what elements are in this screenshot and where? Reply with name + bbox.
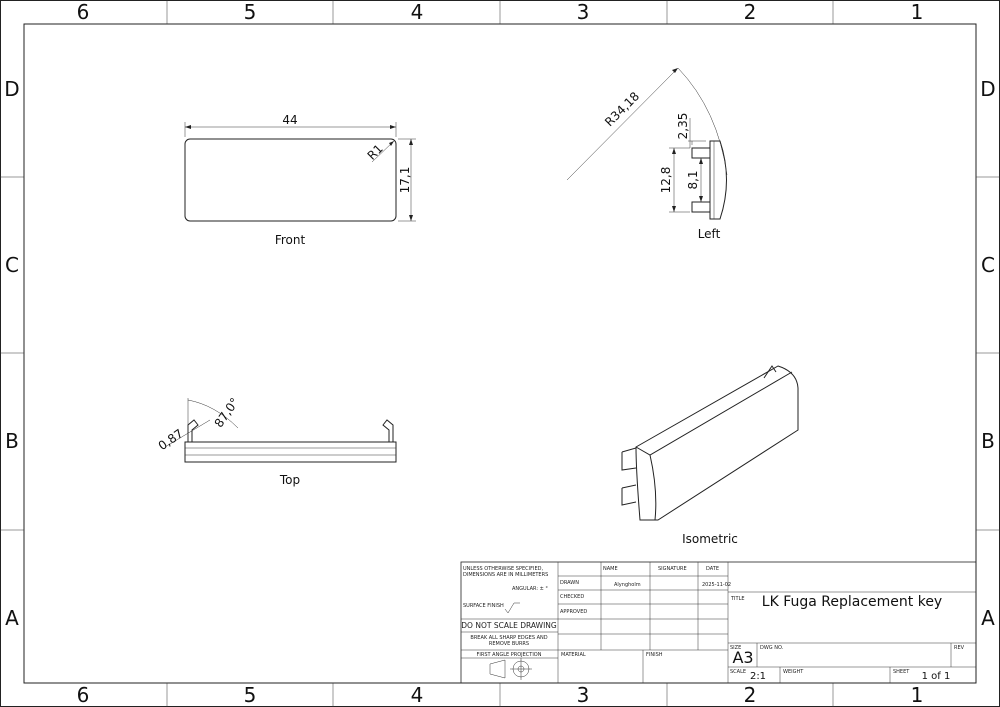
left-view: R34,18 2,35 12,8 8,1 Left	[566, 67, 728, 241]
tb-sheet: 1 of 1	[922, 671, 951, 682]
surface-finish-icon	[504, 602, 520, 614]
zone-col-6-top: 6	[77, 0, 90, 24]
tb-drawn-name: Alyngholm	[614, 582, 641, 588]
column-dividers	[166, 0, 834, 707]
top-view-label: Top	[279, 473, 300, 487]
front-view: 44 17,1 R1 Front	[184, 113, 416, 247]
tb-title: LK Fuga Replacement key	[762, 594, 942, 610]
inner-border	[23, 23, 977, 684]
tb-scale-label: SCALE	[730, 669, 746, 675]
isometric-view: Isometric	[621, 365, 799, 546]
zone-col-4-top: 4	[411, 0, 424, 24]
left-top-dim: 2,35	[676, 113, 690, 140]
row-dividers	[0, 176, 1000, 531]
tb-row-checked: CHECKED	[560, 594, 584, 600]
zone-col-4-bottom: 4	[411, 683, 424, 707]
tb-finish-label: FINISH	[646, 652, 663, 658]
left-body	[709, 140, 727, 220]
zone-col-2-top: 2	[744, 0, 757, 24]
tb-notes-line2: DIMENSIONS ARE IN MILLIMETERS	[463, 572, 548, 578]
zone-row-c-right: C	[981, 253, 995, 277]
front-outline	[184, 138, 397, 222]
zone-col-2-bottom: 2	[744, 683, 757, 707]
left-outer-dim: 12,8	[659, 167, 673, 194]
zone-row-d-left: D	[4, 77, 19, 101]
front-width-dim: 44	[282, 113, 297, 127]
tb-row-approved: APPROVED	[560, 609, 587, 615]
tb-projection: FIRST ANGLE PROJECTION	[477, 652, 542, 658]
tb-col-name: NAME	[603, 566, 618, 572]
zone-col-3-top: 3	[577, 0, 590, 24]
tb-rev-label: REV	[954, 645, 965, 651]
zone-row-a-left: A	[5, 606, 19, 630]
top-angle-dim: 87,0°	[212, 395, 242, 430]
front-view-label: Front	[275, 233, 306, 247]
iso-body	[635, 365, 799, 521]
tb-angular: ANGULAR: ± °	[512, 586, 548, 592]
title-block: UNLESS OTHERWISE SPECIFIED, DIMENSIONS A…	[460, 561, 977, 684]
tb-surface-finish: SURFACE FINISH	[463, 603, 504, 609]
top-offset-dim: 0,87	[156, 426, 186, 453]
tb-title-label: TITLE	[730, 596, 745, 602]
tb-do-not-scale: DO NOT SCALE DRAWING	[461, 621, 557, 630]
tb-drawn-date: 2025-11-02	[702, 582, 731, 588]
zone-row-d-right: D	[980, 77, 995, 101]
zone-col-1-top: 1	[911, 0, 924, 24]
left-view-label: Left	[698, 227, 721, 241]
zone-row-a-right: A	[981, 606, 995, 630]
tb-scale: 2:1	[750, 671, 766, 682]
tb-row-drawn: DRAWN	[560, 580, 579, 586]
tb-size-label: SIZE	[730, 645, 741, 651]
front-radius-dim: R1	[365, 142, 386, 163]
tb-dwg-no-label: DWG NO.	[760, 645, 784, 651]
zone-col-5-top: 5	[244, 0, 257, 24]
left-inner-dim: 8,1	[686, 170, 700, 189]
zone-col-5-bottom: 5	[244, 683, 257, 707]
zone-row-b-right: B	[981, 429, 995, 453]
tb-material-label: MATERIAL	[561, 652, 586, 658]
left-radius-dim: R34,18	[602, 89, 642, 129]
tb-weight-label: WEIGHT	[783, 669, 804, 675]
front-height-dim: 17,1	[398, 167, 412, 194]
tb-break-edges-1: BREAK ALL SHARP EDGES AND	[470, 635, 547, 641]
zone-row-c-left: C	[5, 253, 19, 277]
zone-row-b-left: B	[5, 429, 19, 453]
zone-col-3-bottom: 3	[577, 683, 590, 707]
tb-sheet-label: SHEET	[893, 669, 910, 675]
tb-break-edges-2: REMOVE BURRS	[489, 641, 529, 647]
top-body	[184, 441, 397, 463]
tb-notes-line1: UNLESS OTHERWISE SPECIFIED,	[463, 566, 543, 572]
top-view: 87,0° 0,87 Top	[156, 395, 397, 487]
tb-size: A3	[732, 648, 753, 667]
first-angle-projection-icon	[489, 658, 532, 680]
isometric-view-label: Isometric	[682, 532, 738, 546]
tb-col-date: DATE	[706, 566, 719, 572]
zone-col-6-bottom: 6	[77, 683, 90, 707]
zone-col-1-bottom: 1	[911, 683, 924, 707]
tb-col-signature: SIGNATURE	[658, 566, 687, 572]
